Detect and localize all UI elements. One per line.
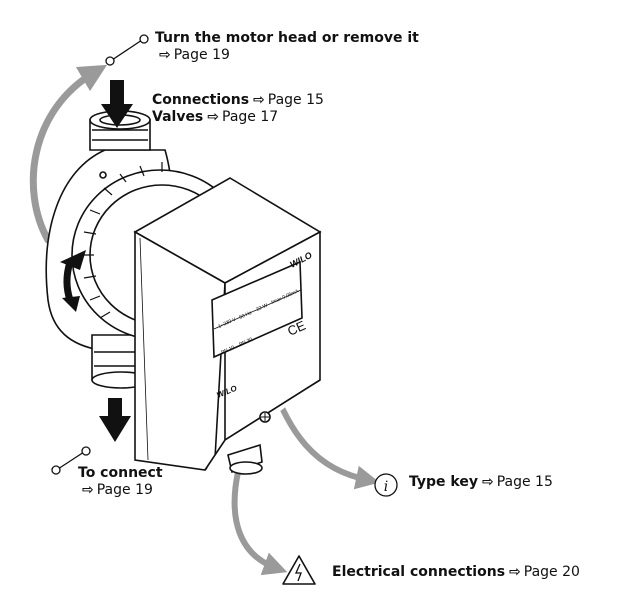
arrow-icon: ⇨ [159,47,171,63]
to-connect-label: To connect [78,465,163,481]
motor-head-page[interactable]: Page 19 [173,47,230,63]
arrow-icon: ⇨ [481,474,494,490]
nameplate-pn10: PN 10 [220,345,235,356]
valves-page[interactable]: Page 17 [222,109,279,125]
type-key-label: Type key [409,474,478,490]
electrical-callout: Electrical connections⇨Page 20 [332,564,580,581]
wrench-icon [51,446,91,475]
electrical-page[interactable]: Page 20 [523,564,580,580]
connections-label: Connections [152,92,250,108]
type-key-page[interactable]: Page 15 [496,474,553,490]
electrical-callout-arrow [231,469,288,576]
nameplate-pn30: PN 30 [238,337,253,348]
svg-text:i: i [384,479,388,495]
info-icon: i [374,473,398,497]
type-key-callout: Type key⇨Page 15 [409,474,553,491]
arrow-icon: ⇨ [509,564,521,580]
motor-head-label: Turn the motor head or remove it [155,30,419,46]
nameplate-frequency: 50 Hz [238,310,253,321]
electrical-label: Electrical connections [332,564,506,580]
nameplate-ce-mark: CE [285,318,308,339]
to-connect-callout: To connect ⇨Page 19 [78,465,163,499]
rotate-arrows-icon [60,250,86,312]
rotate-callout-arrow [29,64,108,244]
valves-callout: Valves⇨Page 17 [152,109,278,126]
connections-page[interactable]: Page 15 [267,92,324,108]
electrical-warning-icon [282,555,316,585]
arrow-icon: ⇨ [207,109,220,125]
connections-callout: Connections⇨Page 15 [152,92,324,109]
valves-label: Valves [152,109,204,125]
motor-head-callout: Turn the motor head or remove it ⇨Page 1… [155,30,419,64]
flow-direction-arrow [99,80,133,442]
wrench-icon [105,34,149,66]
motor-head [133,177,322,475]
arrow-icon: ⇨ [82,482,94,498]
arrow-icon: ⇨ [253,92,265,108]
to-connect-page[interactable]: Page 19 [96,482,153,498]
nameplate-power: 22 W [255,302,268,312]
